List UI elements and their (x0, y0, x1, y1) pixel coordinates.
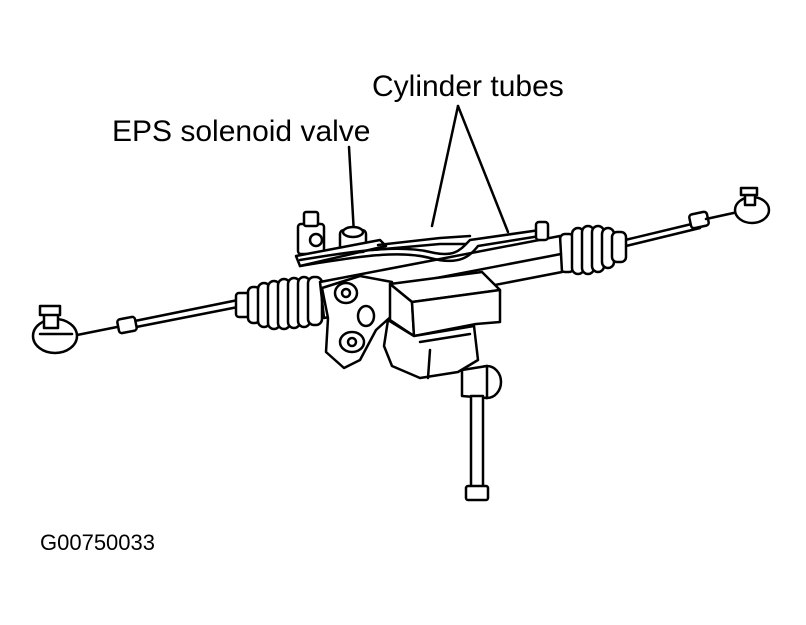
right-boot (558, 224, 628, 276)
gear-housing (320, 274, 398, 370)
eps-solenoid-valve-label: EPS solenoid valve (112, 115, 371, 148)
right-tie-rod (623, 210, 740, 248)
cylinder-tubes (298, 220, 550, 268)
cylinder-tubes-label: Cylinder tubes (372, 70, 564, 103)
right-tie-rod-end (733, 186, 771, 225)
leader-lines (347, 104, 510, 236)
mounting-bracket (382, 270, 502, 380)
figure-code: G00750033 (40, 530, 155, 555)
left-boot (234, 275, 324, 331)
pinion-shaft (460, 364, 503, 502)
left-tie-rod (70, 298, 240, 338)
left-tie-rod-end (31, 304, 79, 355)
